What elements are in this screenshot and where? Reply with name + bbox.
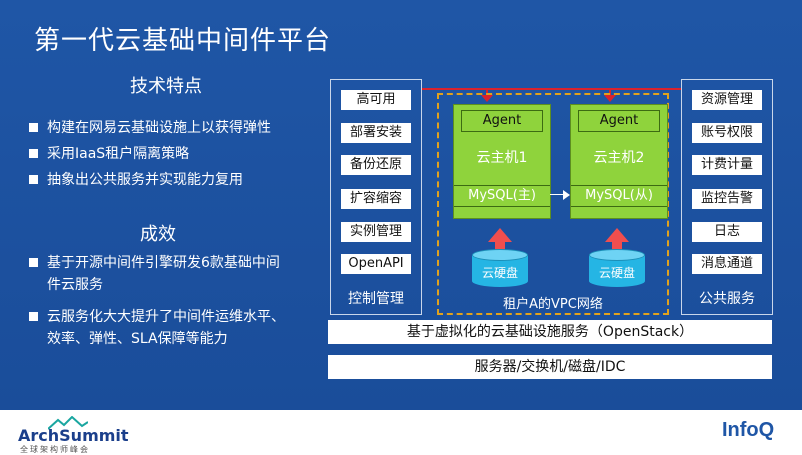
vpc-label: 租户A的VPC网络	[503, 297, 603, 312]
tech-bullet: 采用IaaS租户隔离策略	[28, 143, 189, 165]
footer: ArchSummit 全球架构师峰会 InfoQ	[0, 410, 802, 454]
tech-bullet: 抽象出公共服务并实现能力复用	[29, 169, 243, 191]
vpc-network: Agent 云主机1 MySQL(主) Agent 云主机2 MySQL(从) …	[437, 93, 669, 315]
result-bullet-line2: 效率、弹性、SLA保障等能力	[47, 331, 228, 347]
vm-name: 云主机1	[476, 150, 528, 166]
tech-heading: 技术特点	[130, 76, 202, 97]
public-item: 监控告警	[692, 189, 762, 209]
archsummit-brand: ArchSummit	[18, 426, 129, 445]
public-label: 公共服务	[699, 291, 755, 307]
vm-name: 云主机2	[593, 150, 645, 166]
public-item: 日志	[692, 222, 762, 242]
replication-arrow-line	[550, 194, 564, 195]
control-item: OpenAPI	[341, 254, 411, 274]
control-item: 实例管理	[341, 222, 411, 242]
tech-bullet: 构建在网易云基础设施上以获得弹性	[29, 117, 271, 139]
up-arrow-head-1	[488, 228, 512, 242]
slide: 第一代云基础中间件平台 技术特点 构建在网易云基础设施上以获得弹性 采用IaaS…	[0, 0, 802, 410]
control-item: 高可用	[341, 90, 411, 110]
disk-label: 云硬盘	[481, 266, 518, 280]
control-item: 部署安装	[341, 123, 411, 143]
public-item: 账号权限	[692, 123, 762, 143]
connector-arrow-2	[604, 95, 616, 102]
replication-arrow-head	[563, 190, 570, 200]
public-item: 计费计量	[692, 155, 762, 175]
control-panel: 高可用 部署安装 备份还原 扩容缩容 实例管理 OpenAPI 控制管理	[330, 79, 422, 315]
mysql-primary: MySQL(主)	[454, 185, 550, 207]
top-connector-line	[421, 88, 682, 90]
public-item: 资源管理	[692, 90, 762, 110]
up-arrow-head-2	[605, 228, 629, 242]
control-label: 控制管理	[348, 291, 404, 307]
result-bullet: 基于开源中间件引擎研发6款基础中间 件云服务	[29, 252, 280, 296]
result-bullet-line1: 云服务化大大提升了中间件运维水平、	[47, 309, 285, 325]
control-item: 扩容缩容	[341, 189, 411, 209]
cloud-disk-icon: 云硬盘	[472, 249, 528, 293]
agent-box: Agent	[461, 110, 543, 132]
connector-arrow-1	[481, 95, 493, 102]
result-bullet-line2: 件云服务	[47, 277, 103, 293]
result-bullet: 云服务化大大提升了中间件运维水平、 效率、弹性、SLA保障等能力	[29, 306, 285, 350]
slide-title: 第一代云基础中间件平台	[34, 26, 332, 56]
hardware-layer-bar: 服务器/交换机/磁盘/IDC	[328, 355, 772, 379]
vm-2: Agent 云主机2 MySQL(从)	[570, 104, 668, 219]
disk-label: 云硬盘	[598, 266, 635, 280]
result-heading: 成效	[140, 224, 176, 245]
public-item: 消息通道	[692, 254, 762, 274]
archsummit-sub: 全球架构师峰会	[20, 445, 90, 454]
result-bullet-line1: 基于开源中间件引擎研发6款基础中间	[47, 255, 280, 271]
agent-box: Agent	[578, 110, 660, 132]
vm-1: Agent 云主机1 MySQL(主)	[453, 104, 551, 219]
public-panel: 资源管理 账号权限 计费计量 监控告警 日志 消息通道 公共服务	[681, 79, 773, 315]
mountain-icon	[48, 416, 88, 430]
infoq-logo: InfoQ	[722, 419, 775, 441]
mysql-replica: MySQL(从)	[571, 185, 667, 207]
control-item: 备份还原	[341, 155, 411, 175]
cloud-disk-icon: 云硬盘	[589, 249, 645, 293]
infra-layer-bar: 基于虚拟化的云基础设施服务（OpenStack）	[328, 320, 772, 344]
